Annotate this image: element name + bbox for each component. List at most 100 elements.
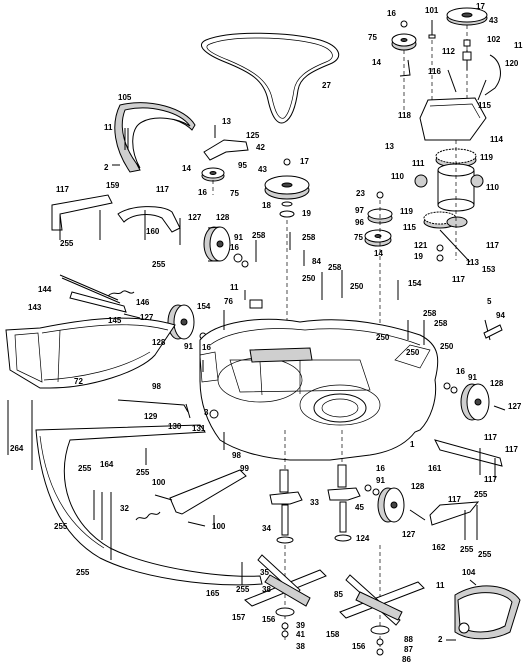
callout: 117 — [486, 241, 499, 250]
discharge-chute-part-72 — [5, 317, 176, 389]
callout: 258 — [423, 309, 437, 318]
callout: 255 — [478, 550, 492, 559]
callout: 117 — [448, 495, 461, 504]
callout: 127 — [140, 313, 154, 322]
callout: 91 — [468, 373, 477, 382]
callout: 113 — [466, 258, 479, 267]
callout: 154 — [408, 279, 422, 288]
bracket-part-160 — [117, 206, 181, 233]
callout: 128 — [152, 338, 166, 347]
callout: 102 — [487, 35, 501, 44]
mower-deck-part-1 — [199, 318, 439, 461]
callout: 2 — [104, 163, 109, 172]
callout: 127 — [402, 530, 416, 539]
callout: 125 — [246, 131, 260, 140]
callout: 255 — [236, 585, 250, 594]
callout: 120 — [505, 59, 519, 68]
callout: 146 — [136, 298, 150, 307]
callout: 11 — [436, 581, 445, 590]
callout: 38 — [262, 585, 271, 594]
callout: 101 — [425, 6, 439, 15]
callout: 85 — [334, 590, 343, 599]
callout: 117 — [484, 433, 497, 442]
callout: 117 — [484, 475, 497, 484]
callout: 96 — [355, 218, 364, 227]
callout: 128 — [216, 213, 230, 222]
callout: 117 — [156, 185, 169, 194]
callout: 118 — [398, 111, 411, 120]
callout: 258 — [252, 231, 266, 240]
drive-belt-part-27 — [201, 32, 340, 124]
rod-part-129 — [117, 399, 189, 413]
bracket-part-159 — [51, 194, 113, 231]
callout: 250 — [302, 274, 316, 283]
callout: 3 — [204, 408, 209, 417]
callout: 23 — [356, 189, 365, 198]
callout: 75 — [354, 233, 363, 242]
callout: 117 — [452, 275, 465, 284]
callout: 110 — [391, 172, 404, 181]
callout: 45 — [355, 503, 364, 512]
callout: 1 — [410, 440, 415, 449]
callout: 2 — [438, 635, 443, 644]
callout: 38 — [296, 642, 305, 651]
callout: 105 — [118, 93, 132, 102]
callout: 75 — [230, 189, 239, 198]
callout: 111 — [412, 159, 425, 168]
callout: 84 — [312, 257, 321, 266]
callout: 115 — [403, 223, 416, 232]
callout: 14 — [374, 249, 383, 258]
link-part-99 — [169, 469, 247, 515]
callout: 258 — [328, 263, 342, 272]
callout: 258 — [434, 319, 448, 328]
callout: 100 — [212, 522, 226, 531]
callout: 88 — [404, 635, 413, 644]
callout: 250 — [376, 333, 390, 342]
idler-arm-part-125 — [203, 139, 249, 161]
callout: 162 — [432, 543, 446, 552]
callout: 158 — [326, 630, 340, 639]
callout: 130 — [168, 422, 182, 431]
callout: 129 — [144, 412, 158, 421]
callout: 165 — [206, 589, 220, 598]
callout: 34 — [262, 524, 271, 533]
callout: 255 — [474, 490, 488, 499]
callout: 116 — [428, 67, 441, 76]
callout: 33 — [310, 498, 319, 507]
callout: 5 — [487, 297, 492, 306]
callout: 157 — [232, 613, 246, 622]
callout: 13 — [222, 117, 231, 126]
callout: 164 — [100, 460, 114, 469]
bracket-part-162 — [429, 501, 480, 526]
callout: 255 — [152, 260, 166, 269]
callout: 153 — [482, 265, 496, 274]
bracket-part-118 — [419, 97, 487, 141]
callout: 11 — [104, 123, 113, 132]
front-bumper-part-165 — [35, 424, 263, 586]
callout: 11 — [514, 41, 523, 50]
callout: 32 — [120, 504, 129, 513]
callout: 43 — [258, 165, 267, 174]
callout: 39 — [296, 621, 305, 630]
callout: 143 — [28, 303, 42, 312]
callout: 264 — [10, 444, 24, 453]
callout: 95 — [238, 161, 247, 170]
callout: 144 — [38, 285, 52, 294]
callout: 14 — [182, 164, 191, 173]
callout-labels: 17 43 16 101 75 102 112 11 120 14 116 27… — [10, 2, 523, 664]
callout: 99 — [240, 464, 249, 473]
callout: 255 — [78, 464, 92, 473]
callout: 94 — [496, 311, 505, 320]
callout: 255 — [76, 568, 90, 577]
callout: 255 — [60, 239, 74, 248]
callout: 18 — [262, 201, 271, 210]
callout: 11 — [230, 283, 239, 292]
callout: 250 — [440, 342, 454, 351]
spindle-part-45 — [327, 487, 361, 501]
callout: 154 — [197, 302, 211, 311]
callout: 100 — [152, 478, 166, 487]
callout: 16 — [376, 464, 385, 473]
callout: 19 — [414, 252, 423, 261]
blade-adapter-part-85 — [355, 591, 403, 621]
callout: 76 — [224, 297, 233, 306]
